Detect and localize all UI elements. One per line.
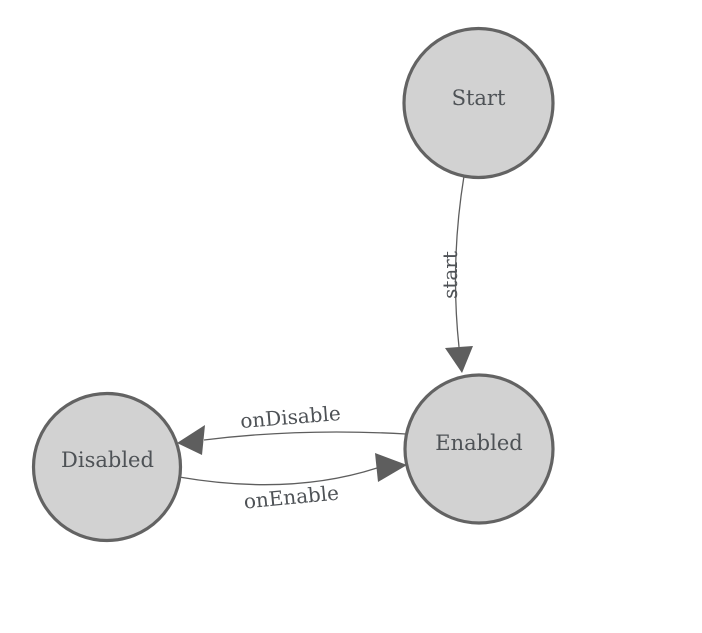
edge-start-line <box>454 175 465 348</box>
state-node-enabled-group: Enabled <box>403 373 555 525</box>
state-node-enabled-label: Enabled <box>435 431 522 455</box>
state-node-disabled[interactable] <box>31 391 183 543</box>
state-node-enabled[interactable] <box>403 373 555 525</box>
edge-onenable: onEnable <box>178 453 407 514</box>
edge-label-ondisable: onDisable <box>239 401 341 433</box>
state-node-start-label: Start <box>452 86 506 110</box>
edge-ondisable: onDisable <box>177 401 407 455</box>
edge-label-start: start <box>438 251 462 299</box>
edge-label-onenable: onEnable <box>243 481 340 514</box>
edge-ondisable-arrowhead <box>177 425 205 455</box>
edge-onenable-arrowhead <box>375 453 407 482</box>
state-node-start-group: Start <box>402 26 555 180</box>
state-node-start[interactable] <box>402 26 555 180</box>
edge-onenable-line <box>178 467 378 486</box>
state-node-disabled-group: Disabled <box>31 391 183 543</box>
edge-ondisable-line <box>203 431 407 441</box>
edge-start: start <box>438 175 473 373</box>
edge-start-arrowhead <box>445 346 473 373</box>
state-node-disabled-label: Disabled <box>61 448 154 472</box>
